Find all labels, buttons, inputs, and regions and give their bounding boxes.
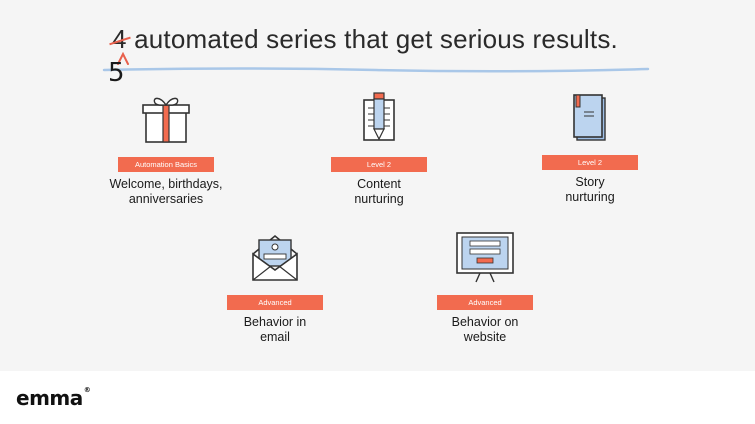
series-label: Content nurturing [304,177,454,207]
series-label-line: Welcome, birthdays, [109,177,223,191]
series-item-story: Level 2 Story nurturing [515,90,665,205]
level-badge: Automation Basics [118,157,214,172]
series-label-line: nurturing [565,190,615,204]
brand-name: emma [16,386,83,410]
series-label-line: Content [357,177,401,191]
series-label: Behavior on website [410,315,560,345]
monitor-icon [456,232,514,283]
level-badge: Advanced [227,295,323,310]
series-label-line: website [463,330,507,344]
level-badge: Advanced [437,295,533,310]
series-label-line: Story [575,175,605,189]
insert-caret-icon [117,52,129,65]
slide-title: 4 automated series that get serious resu… [112,24,618,55]
series-item-behavior-email: Advanced Behavior in email [200,232,350,345]
series-label-line: Behavior on [451,315,519,329]
slide: 4 automated series that get serious resu… [0,0,755,371]
title-underline [102,67,650,73]
emma-logo: emma® [16,386,91,410]
series-label-line: Behavior in [243,315,307,329]
series-item-behavior-website: Advanced Behavior on website [410,230,560,345]
slide-title-area: 4 automated series that get serious resu… [0,18,755,88]
title-text: automated series that get serious result… [126,24,618,54]
notepad-pencil-icon [363,92,395,141]
level-badge: Level 2 [542,155,638,170]
series-label-line: email [260,330,290,344]
series-label: Behavior in email [200,315,350,345]
level-badge: Level 2 [331,157,427,172]
envelope-icon [252,234,298,281]
series-item-content: Level 2 Content nurturing [304,90,454,207]
series-item-welcome: Automation Basics Welcome, birthdays, an… [91,92,241,207]
trademark-mark: ® [83,386,91,394]
series-label-line: anniversaries [128,192,204,206]
series-label: Story nurturing [515,175,665,205]
series-label-line: nurturing [354,192,404,206]
corrected-number: 5 [108,58,125,88]
gift-icon [142,97,190,143]
struck-number: 4 [112,24,127,54]
book-icon [573,94,606,141]
series-label: Welcome, birthdays, anniversaries [91,177,241,207]
